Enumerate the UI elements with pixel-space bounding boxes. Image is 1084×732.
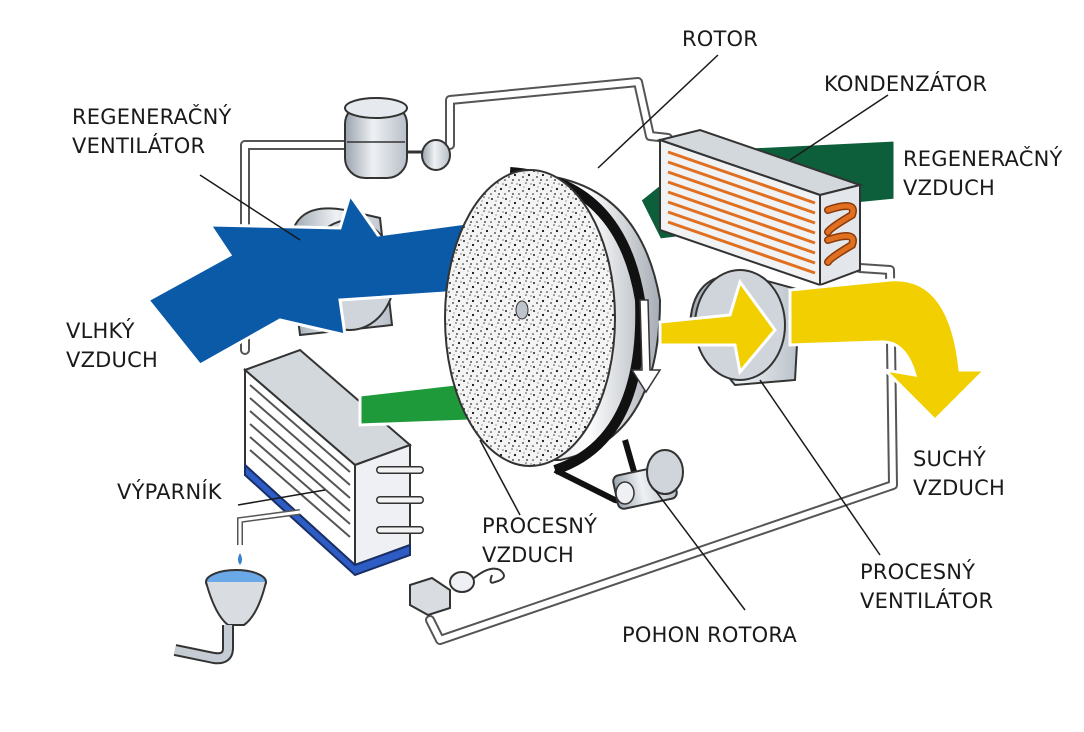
drain-funnel	[173, 553, 267, 665]
label-rotor-drive: POHON ROTORA	[622, 623, 797, 647]
expansion-valve	[409, 567, 505, 617]
compressor	[344, 97, 451, 179]
condenser	[656, 128, 864, 287]
label-process-fan: PROCESNÝ VENTILÁTOR	[860, 560, 994, 613]
label-rotor: ROTOR	[682, 27, 759, 51]
leader-lines	[199, 54, 889, 611]
evaporator	[237, 348, 424, 577]
label-regeneration-fan: REGENERAČNÝ VENTILÁTOR	[72, 105, 232, 158]
label-regeneration-air: REGENERAČNÝ VZDUCH	[903, 147, 1063, 200]
label-dry-air: SUCHÝ VZDUCH	[913, 447, 1005, 500]
label-humid-air: VLHKÝ VZDUCH	[66, 319, 158, 372]
label-process-air: PROCESNÝ VZDUCH	[482, 514, 598, 567]
rotor-wheel	[444, 167, 662, 504]
label-evaporator: VÝPARNÍK	[117, 480, 222, 504]
rotor-drive-motor	[612, 449, 684, 510]
label-condenser: KONDENZÁTOR	[824, 72, 988, 96]
dry-air-arrow	[658, 278, 989, 423]
